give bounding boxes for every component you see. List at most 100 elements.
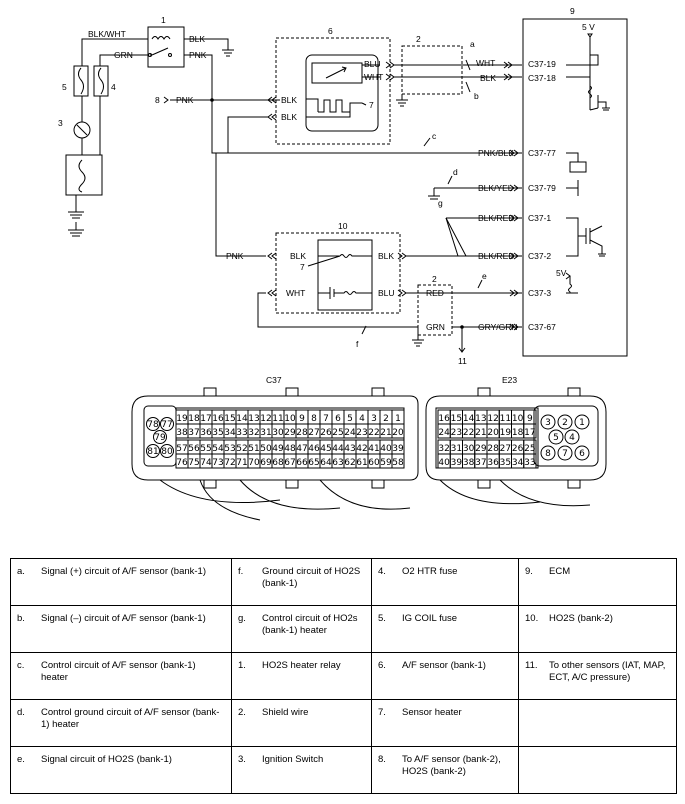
pin-label: 43 bbox=[344, 444, 355, 454]
label-a: a bbox=[470, 39, 475, 49]
pin-label: 23 bbox=[356, 428, 367, 438]
pin-label: 21 bbox=[475, 428, 486, 438]
legend-text: Shield wire bbox=[262, 707, 309, 718]
marker-5: 5 bbox=[62, 82, 67, 92]
pin-label: 2 bbox=[383, 414, 389, 424]
ecm-box bbox=[522, 18, 628, 357]
legend-cell: g.Control circuit of HO2s (bank-1) heate… bbox=[231, 605, 372, 653]
legend-key: c. bbox=[17, 660, 25, 671]
pin-label: 69 bbox=[260, 458, 272, 468]
wire-wht-af: WHT bbox=[364, 72, 383, 82]
pin-label: 63 bbox=[332, 458, 343, 468]
wire-blk-af1: BLK bbox=[281, 95, 297, 105]
connector-e23-shell bbox=[425, 395, 607, 481]
fuse-ig-coil bbox=[73, 65, 89, 97]
term-c37-19: C37-19 bbox=[528, 59, 556, 69]
pin-label: 57 bbox=[176, 444, 187, 454]
pin-label: 24 bbox=[344, 428, 356, 438]
pin-label: 73 bbox=[212, 458, 223, 468]
wire-blk-b: BLK bbox=[480, 73, 496, 83]
legend-key: 11. bbox=[525, 660, 538, 671]
pin-label: 74 bbox=[200, 458, 212, 468]
pin-label: 4 bbox=[359, 414, 365, 424]
legend-text: HO2S heater relay bbox=[262, 660, 341, 671]
af-sensor-bank1 bbox=[275, 37, 391, 145]
pin-label: 40 bbox=[380, 444, 392, 454]
wire-gry-grn: GRY/GRN bbox=[478, 322, 518, 332]
legend-cell: e.Signal circuit of HO2S (bank-1) bbox=[10, 746, 232, 794]
pin-label: 9 bbox=[299, 414, 305, 424]
wire-blk-wht: BLK/WHT bbox=[88, 29, 126, 39]
pin-label: 19 bbox=[500, 428, 512, 438]
pin-label: 30 bbox=[272, 428, 284, 438]
marker-4: 4 bbox=[111, 82, 116, 92]
term-c37-2: C37-2 bbox=[528, 251, 551, 261]
pin-label: 7 bbox=[323, 414, 329, 424]
pin-circle bbox=[548, 429, 564, 445]
pin-label: 14 bbox=[236, 414, 248, 424]
legend-text: O2 HTR fuse bbox=[402, 566, 458, 577]
pin-label: 29 bbox=[475, 444, 487, 454]
pin-label: 36 bbox=[487, 458, 499, 468]
pin-label: 17 bbox=[200, 414, 211, 424]
pin-label: 11 bbox=[500, 414, 511, 424]
legend-key: d. bbox=[17, 707, 25, 718]
label-f: f bbox=[356, 339, 359, 349]
wire-wht-a: WHT bbox=[476, 58, 495, 68]
legend-text: IG COIL fuse bbox=[402, 613, 458, 624]
ho2s-bank2 bbox=[275, 232, 401, 314]
pin-label: 28 bbox=[296, 428, 308, 438]
legend-row: e.Signal circuit of HO2S (bank-1)3.Ignit… bbox=[10, 746, 677, 794]
pin-label: 6 bbox=[579, 449, 585, 459]
pin-label: 37 bbox=[188, 428, 199, 438]
label-e: e bbox=[482, 271, 487, 281]
legend-row: c.Control circuit of A/F sensor (bank-1)… bbox=[10, 652, 677, 700]
wire-blu-af: BLU bbox=[364, 59, 381, 69]
pin-label: 22 bbox=[463, 428, 474, 438]
pin-label: 48 bbox=[284, 444, 296, 454]
legend-key: 7. bbox=[378, 707, 386, 718]
marker-3: 3 bbox=[58, 118, 63, 128]
pin-label: 19 bbox=[176, 414, 188, 424]
connector-e23-label: E23 bbox=[502, 375, 517, 385]
pin-circle bbox=[557, 445, 573, 461]
pin-label: 46 bbox=[308, 444, 320, 454]
wire-blk-yel: BLK/YEL bbox=[478, 183, 513, 193]
term-c37-79: C37-79 bbox=[528, 183, 556, 193]
pin-circle bbox=[540, 445, 556, 461]
pin-cell bbox=[523, 423, 537, 439]
pin-cell bbox=[391, 423, 405, 439]
pin-label: 8 bbox=[545, 449, 551, 459]
legend-cell: f.Ground circuit of HO2S (bank-1) bbox=[231, 558, 372, 606]
pin-label: 50 bbox=[260, 444, 272, 454]
wire-blk-relay: BLK bbox=[189, 34, 205, 44]
pin-circle bbox=[160, 444, 174, 458]
legend-cell: 11. To other sensors (IAT, MAP, ECT, A/C … bbox=[518, 652, 677, 700]
pin-label: 15 bbox=[224, 414, 235, 424]
legend-cell: 3.Ignition Switch bbox=[231, 746, 372, 794]
pin-label: 39 bbox=[392, 444, 404, 454]
term-c37-77: C37-77 bbox=[528, 148, 556, 158]
marker-7-ho2s: 7 bbox=[300, 262, 305, 272]
pin-label: 15 bbox=[451, 414, 462, 424]
connector-c37-label: C37 bbox=[266, 375, 282, 385]
shield-wire-lower bbox=[417, 284, 453, 336]
marker-11: 11 bbox=[458, 356, 467, 366]
legend-row: d.Control ground circuit of A/F sensor (… bbox=[10, 699, 677, 747]
term-c37-18: C37-18 bbox=[528, 73, 556, 83]
legend-cell bbox=[518, 699, 677, 747]
pin-label: 76 bbox=[176, 458, 188, 468]
wire-grn-relay: GRN bbox=[114, 50, 133, 60]
legend-cell: a.Signal (+) circuit of A/F sensor (bank… bbox=[10, 558, 232, 606]
pin-label: 20 bbox=[487, 428, 499, 438]
pin-label: 68 bbox=[272, 458, 284, 468]
legend-cell: d.Control ground circuit of A/F sensor (… bbox=[10, 699, 232, 747]
label-c: c bbox=[432, 131, 437, 141]
legend-cell: 4.O2 HTR fuse bbox=[371, 558, 519, 606]
pin-label: 22 bbox=[368, 428, 379, 438]
pin-label: 81 bbox=[147, 447, 158, 457]
legend-key: e. bbox=[17, 754, 25, 765]
legend-cell: 2.Shield wire bbox=[231, 699, 372, 747]
legend-cell: 6.A/F sensor (bank-1) bbox=[371, 652, 519, 700]
legend-text: To other sensors (IAT, MAP, ECT, A/C pre… bbox=[549, 660, 666, 683]
